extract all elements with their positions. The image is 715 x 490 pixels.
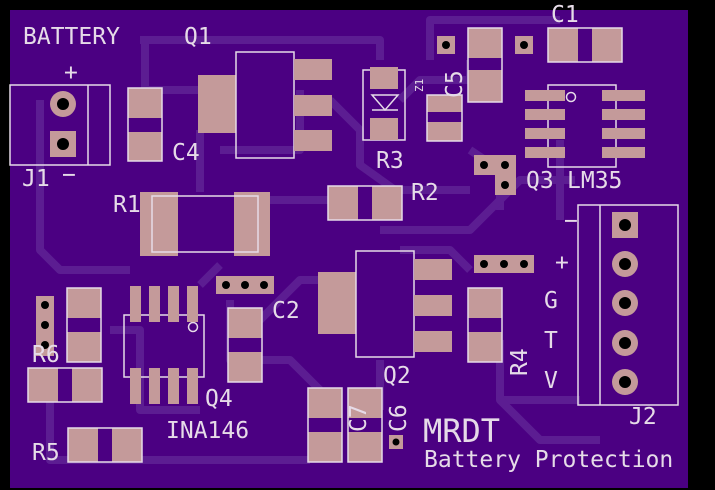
label-c4: C4 [172, 140, 200, 166]
r2-resistor [327, 185, 403, 221]
label-j2-g: G [544, 288, 558, 314]
c1-capacitor [547, 27, 623, 63]
label-plus: + [64, 60, 78, 86]
label-r5: R5 [32, 440, 60, 466]
j1-connector [9, 84, 111, 166]
j1-outline [9, 84, 111, 166]
q1-regulator [198, 51, 332, 159]
label-c5: C5 [442, 70, 468, 98]
lm35-sensor [525, 84, 645, 168]
label-c7: C7 [346, 404, 372, 432]
label-c6: C6 [386, 404, 412, 432]
label-board-title: Battery Protection [424, 447, 673, 473]
header-q2 [474, 255, 534, 273]
label-q1: Q1 [184, 24, 212, 50]
header-c2 [216, 276, 274, 294]
c2-capacitor [227, 307, 263, 383]
label-j2-plus: + [555, 250, 569, 276]
label-minus: − [62, 162, 76, 188]
label-q2: Q2 [383, 363, 411, 389]
c7-capacitor [307, 387, 343, 463]
ina146-chip [123, 286, 205, 404]
label-j2: J2 [629, 404, 657, 430]
r6-resistor [27, 367, 103, 403]
label-r6: R6 [32, 342, 60, 368]
label-r1: R1 [113, 192, 141, 218]
label-q4: Q4 [205, 386, 233, 412]
z1-diode [362, 67, 406, 141]
label-j2-minus: − [564, 208, 578, 234]
label-j2-v: V [544, 368, 558, 394]
label-j1: J1 [22, 166, 50, 192]
r1-resistor [140, 192, 270, 256]
c6-capacitor [347, 387, 383, 463]
label-r3: R3 [376, 148, 404, 174]
cap-left-vertical [66, 287, 102, 363]
q2-regulator [318, 250, 452, 358]
label-r2: R2 [411, 180, 439, 206]
r4-resistor [467, 287, 503, 363]
q3-transistor [474, 155, 516, 195]
label-q3: Q3 [526, 168, 554, 194]
board-edge-right [688, 0, 715, 490]
label-lm35: LM35 [567, 168, 622, 194]
label-r4: R4 [507, 348, 533, 376]
c4-capacitor [127, 87, 163, 162]
label-c1: C1 [551, 2, 579, 28]
vias [389, 36, 533, 449]
c5-capacitor [426, 94, 463, 142]
cap-top-middle [467, 27, 503, 103]
label-c2: C2 [272, 298, 300, 324]
board-edge-bottom [0, 488, 715, 490]
header-left [36, 296, 54, 356]
label-mrdt: MRDT [423, 412, 500, 450]
label-z1: Z1 [413, 79, 426, 92]
j2-connector [577, 204, 679, 406]
label-ina146: INA146 [166, 418, 249, 444]
label-j2-t: T [544, 328, 558, 354]
silkscreen-labels: BATTERY Q1 + J1 − C4 R1 Z1 R3 C5 C1 R2 Q… [22, 2, 673, 473]
r5-resistor [67, 427, 143, 463]
label-battery: BATTERY [23, 24, 120, 50]
